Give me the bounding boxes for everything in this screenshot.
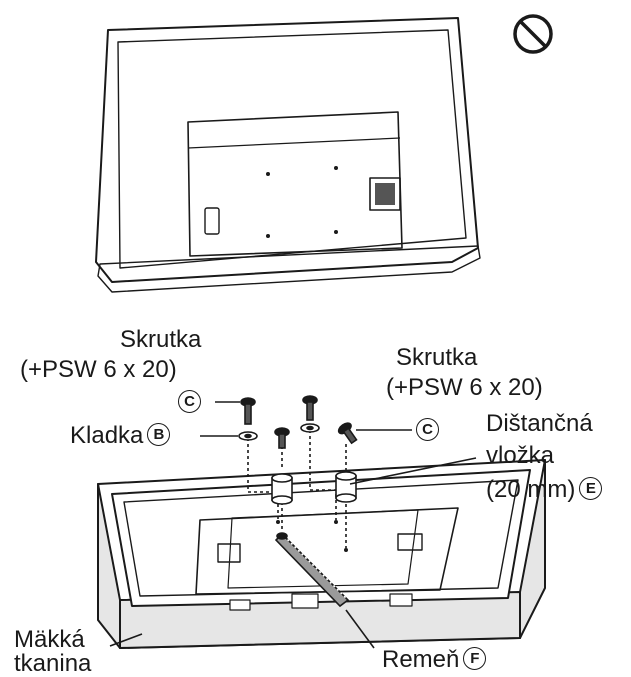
part-c-badge-right: C	[416, 418, 439, 441]
strap-part	[274, 532, 350, 608]
tv-back-view-upright	[95, 17, 481, 293]
screw-right-spec: (+PSW 6 x 20)	[386, 374, 543, 401]
tv-lying-face-down	[111, 469, 531, 611]
part-f-badge: F	[463, 647, 487, 671]
leader-lines	[109, 401, 477, 649]
spacer-line3: (20 mm)E	[486, 476, 603, 504]
spacer-line2: vložka	[486, 442, 555, 469]
screw-left-title: Skrutka	[120, 326, 202, 353]
part-c-badge-left: C	[178, 390, 201, 413]
spacer-line1: Dištančná	[486, 410, 593, 437]
part-b-badge: B	[147, 423, 171, 447]
cloth-line2: tkanina	[14, 650, 92, 677]
screw-right-title: Skrutka	[396, 344, 478, 371]
cloth-line1: Mäkká	[14, 626, 85, 653]
hardware-parts	[238, 395, 358, 552]
prohibition-icon	[513, 14, 553, 54]
screw-left-spec: (+PSW 6 x 20)	[20, 356, 177, 383]
part-e-badge: E	[579, 477, 603, 501]
